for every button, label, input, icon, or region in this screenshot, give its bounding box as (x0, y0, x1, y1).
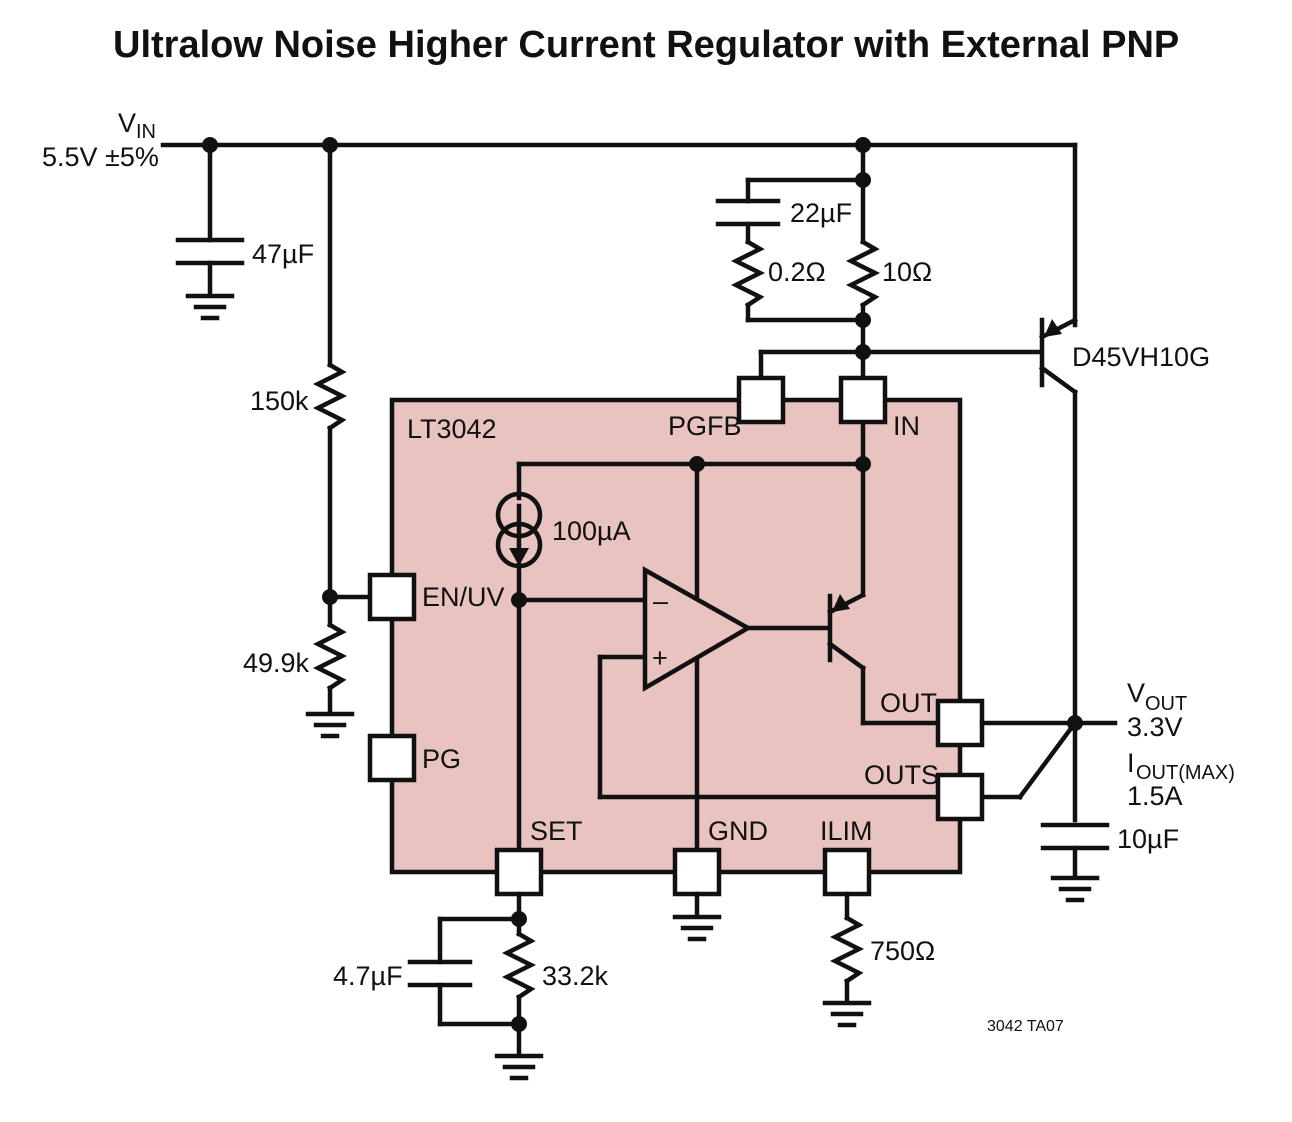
pin-en-uv-label: EN/UV (422, 582, 505, 612)
esr-resistor-label: 0.2Ω (768, 257, 826, 287)
internal-pnp-transistor (826, 591, 941, 726)
input-capacitor (175, 142, 245, 321)
base-resistor-label: 10Ω (882, 257, 932, 287)
svg-text:OUT(MAX): OUT(MAX) (1136, 762, 1235, 784)
ilim-resistor-label: 750Ω (870, 936, 935, 966)
pin-outs (935, 772, 985, 822)
pin-en-uv (367, 572, 417, 622)
pin-pg (367, 733, 417, 783)
svg-text:OUT: OUT (1145, 693, 1187, 715)
divider-top-label: 150k (250, 386, 309, 416)
svg-text:–: – (653, 586, 668, 616)
error-amplifier: – + (642, 566, 753, 692)
svg-text:1.5A: 1.5A (1127, 781, 1183, 811)
output-capacitor-label: 10µF (1117, 824, 1179, 854)
page-title: Ultralow Noise Higher Current Regulator … (113, 24, 1179, 66)
pin-pgfb (736, 375, 786, 425)
vin-label: V IN 5.5V ±5% (42, 108, 159, 172)
svg-text:V: V (118, 108, 136, 138)
pin-out (935, 698, 985, 748)
set-resistor-label: 33.2k (542, 961, 609, 991)
set-capacitor-label: 4.7µF (333, 961, 403, 991)
pin-outs-label: OUTS (864, 760, 939, 790)
ic-name: LT3042 (407, 414, 497, 444)
pgfb-network (715, 142, 1043, 383)
current-source-label: 100µA (552, 516, 631, 546)
svg-text:+: + (652, 643, 668, 673)
pin-in-label: IN (893, 411, 920, 441)
vin-rail (160, 137, 1078, 328)
pin-gnd-label: GND (708, 816, 768, 846)
output-capacitor (1040, 822, 1110, 903)
divider-bottom-resistor (305, 621, 355, 739)
vout-label: V OUT 3.3V (1127, 678, 1187, 742)
pin-out-label: OUT (880, 688, 937, 718)
pin-ilim-label: ILIM (820, 816, 873, 846)
pin-pgfb-label: PGFB (668, 411, 742, 441)
pin-gnd (672, 847, 722, 897)
ilim-resistor (822, 891, 872, 1028)
external-pnp-transistor (1038, 316, 1079, 823)
iout-label: I OUT(MAX) 1.5A (1127, 748, 1235, 811)
current-source (495, 491, 543, 569)
pin-ilim (822, 847, 872, 897)
svg-text:IN: IN (136, 121, 156, 143)
pin-pg-label: PG (422, 744, 461, 774)
figure-id: 3042 TA07 (987, 1018, 1064, 1035)
output-node (979, 715, 1118, 731)
pin-in (838, 375, 888, 425)
pin-set (494, 847, 544, 897)
pgfb-capacitor-label: 22µF (790, 198, 852, 228)
svg-text:I: I (1127, 748, 1135, 778)
divider-top-resistor (312, 142, 374, 628)
divider-bottom-label: 49.9k (243, 648, 310, 678)
pnp-label: D45VH10G (1072, 342, 1210, 372)
set-network (407, 891, 544, 1081)
input-capacitor-label: 47µF (252, 239, 314, 269)
pin-set-label: SET (530, 816, 583, 846)
svg-text:V: V (1127, 678, 1145, 708)
gnd-pin-ground (672, 891, 722, 942)
svg-text:3.3V: 3.3V (1127, 712, 1183, 742)
ic-internal-wiring (511, 419, 1079, 853)
svg-text:5.5V ±5%: 5.5V ±5% (42, 142, 159, 172)
